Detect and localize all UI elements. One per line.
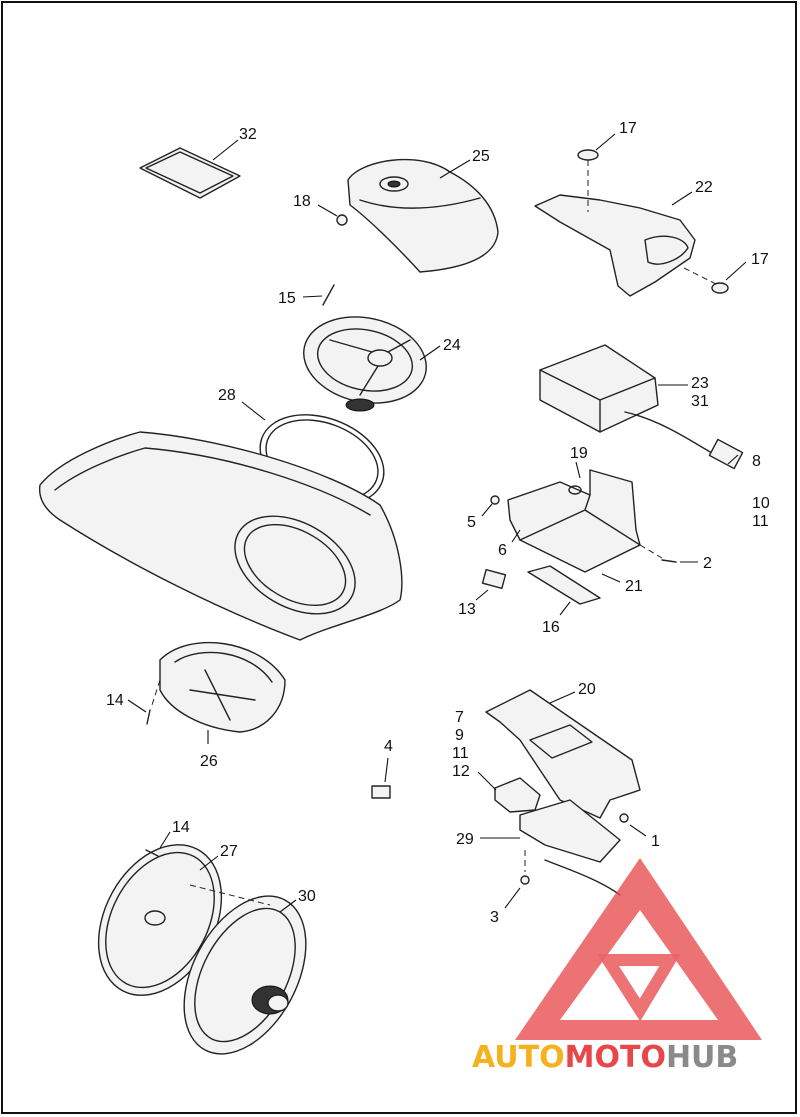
part-32-pad <box>139 147 241 199</box>
part-16-tape <box>527 565 601 605</box>
callout-17: 17 <box>619 120 637 137</box>
part-14-screw-upper <box>146 679 161 725</box>
callout-32: 32 <box>239 126 257 143</box>
part-27-grille <box>97 844 223 996</box>
part-24-speaker <box>303 316 427 412</box>
part-5-nut <box>490 495 500 505</box>
part-15-screw <box>322 284 335 306</box>
watermark-triangle-icon <box>515 858 762 1040</box>
callout-22: 22 <box>695 179 713 196</box>
part-20-plate <box>485 689 641 819</box>
part-17-clip-top <box>577 149 599 212</box>
watermark-logo <box>515 858 762 1040</box>
callout-18: 18 <box>293 193 311 210</box>
callout-23: 23 <box>691 375 709 392</box>
callout-4: 4 <box>384 738 393 755</box>
callout-24: 24 <box>443 337 461 354</box>
callout-17: 17 <box>751 251 769 268</box>
callout-1: 1 <box>651 833 660 850</box>
callout-19: 19 <box>570 445 588 462</box>
callout-28: 28 <box>218 387 236 404</box>
callout-6: 6 <box>498 542 507 559</box>
part-4-clip <box>371 785 391 799</box>
callout-3: 3 <box>490 909 499 926</box>
watermark-hub: HUB <box>666 1040 738 1075</box>
saddlebag-lid <box>38 431 403 641</box>
part-25-speaker-cover <box>347 158 499 273</box>
part-2-screw <box>639 544 677 563</box>
callout-12: 12 <box>452 763 470 780</box>
part-26-speaker-housing <box>159 641 286 733</box>
callout-14: 14 <box>106 692 124 709</box>
callout-20: 20 <box>578 681 596 698</box>
callout-7: 7 <box>455 709 464 726</box>
callout-5: 5 <box>467 514 476 531</box>
callout-26: 26 <box>200 753 218 770</box>
callout-27: 27 <box>220 843 238 860</box>
callout-13: 13 <box>458 601 476 618</box>
part-1-screw <box>619 813 629 823</box>
part-3-nut <box>520 850 530 885</box>
callout-15: 15 <box>278 290 296 307</box>
callout-11: 11 <box>752 513 769 530</box>
part-17-clip-side <box>683 267 729 294</box>
part-21-bracket <box>507 469 641 573</box>
callout-25: 25 <box>472 148 490 165</box>
part-18-nut <box>336 214 348 226</box>
callout-9: 9 <box>455 727 464 744</box>
part-14-screw-lower <box>145 849 159 857</box>
watermark-text: AUTOMOTOHUB <box>472 1040 738 1075</box>
callout-2: 2 <box>703 555 712 572</box>
callout-14: 14 <box>172 819 190 836</box>
callout-29: 29 <box>456 831 474 848</box>
watermark-auto: AUTO <box>472 1040 565 1075</box>
part-23-amplifier <box>539 344 744 470</box>
watermark-moto: MOTO <box>565 1040 666 1075</box>
callout-16: 16 <box>542 619 560 636</box>
callout-8: 8 <box>752 453 761 470</box>
callout-11: 11 <box>452 745 469 762</box>
callout-30: 30 <box>298 888 316 905</box>
callout-21: 21 <box>625 578 643 595</box>
part-19-grommet <box>568 485 582 495</box>
part-13-clip <box>481 568 507 590</box>
part-29-module <box>519 799 621 896</box>
callout-10: 10 <box>752 495 770 512</box>
part-12-connector <box>494 777 541 813</box>
callout-31: 31 <box>691 393 709 410</box>
part-30-speaker <box>183 895 307 1055</box>
part-22-bracket <box>534 194 696 297</box>
